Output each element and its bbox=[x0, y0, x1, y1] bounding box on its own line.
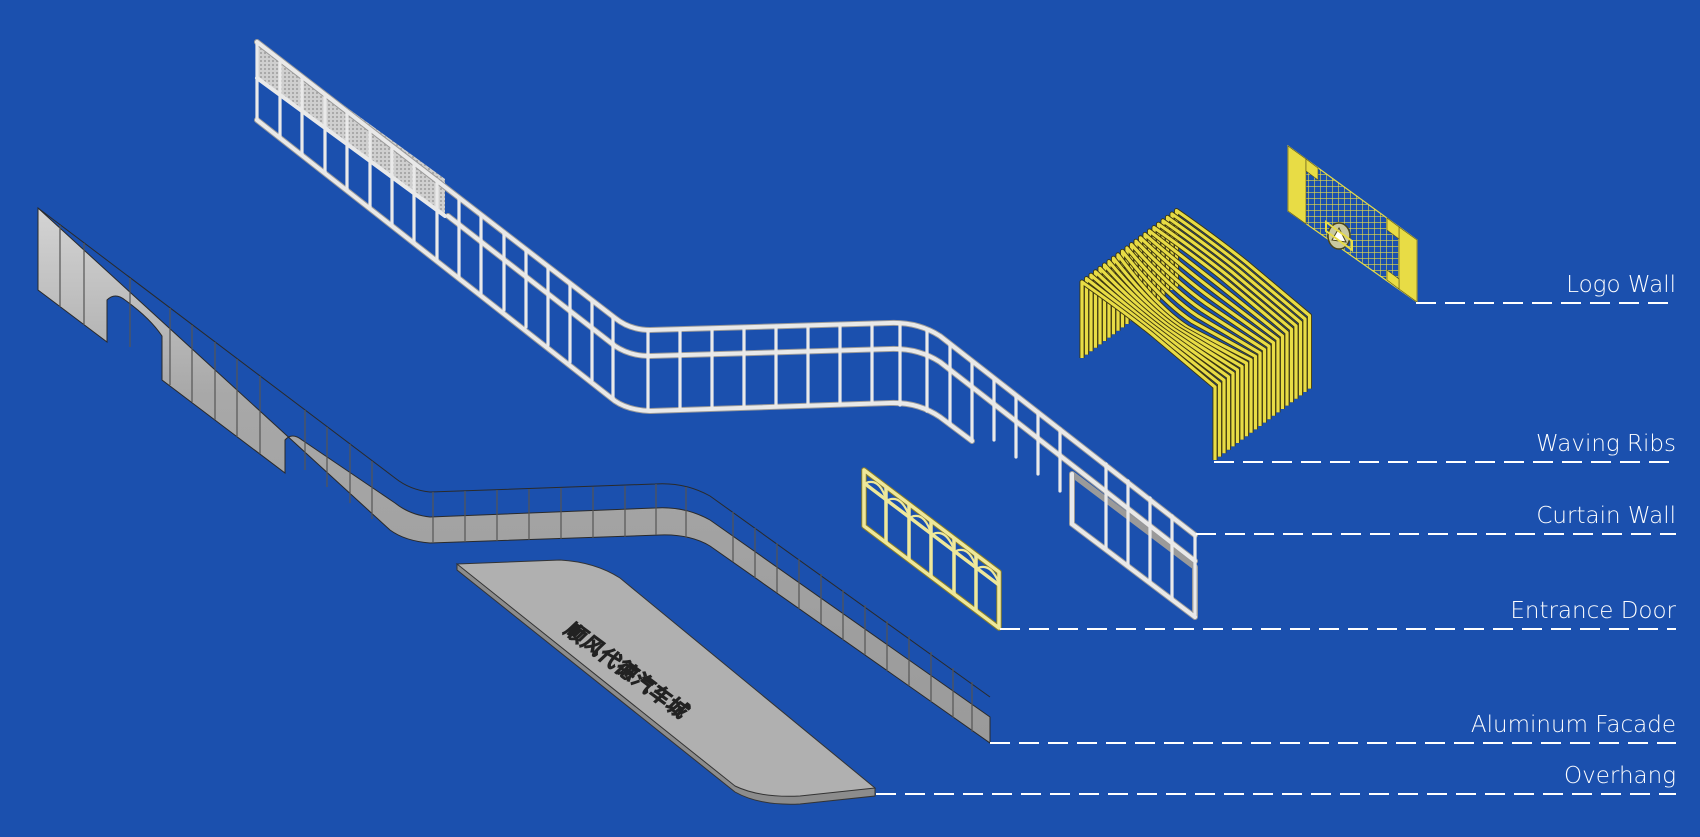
facade-panel-left bbox=[37, 206, 991, 744]
facade-seams bbox=[59, 225, 973, 732]
overhang-top bbox=[455, 559, 877, 797]
curtain-wall bbox=[254, 39, 1198, 620]
label-aluminum-facade: Aluminum Facade bbox=[1470, 712, 1676, 738]
label-waving-ribs: Waving Ribs bbox=[1535, 431, 1676, 457]
logo-wall bbox=[1287, 144, 1418, 304]
label-overhang: Overhang bbox=[1564, 763, 1676, 789]
entrance-door bbox=[861, 467, 1002, 631]
door-arches bbox=[865, 480, 1000, 582]
label-curtain-wall: Curtain Wall bbox=[1536, 503, 1676, 529]
leader-lines bbox=[876, 302, 1676, 795]
logo-emblem-icon bbox=[1325, 220, 1353, 252]
label-logo-wall: Logo Wall bbox=[1566, 272, 1676, 298]
aluminum-facade bbox=[37, 206, 991, 744]
curtain-wall-mullions bbox=[255, 40, 1197, 619]
label-entrance-door: Entrance Door bbox=[1510, 598, 1676, 624]
waving-ribs bbox=[1079, 208, 1312, 460]
